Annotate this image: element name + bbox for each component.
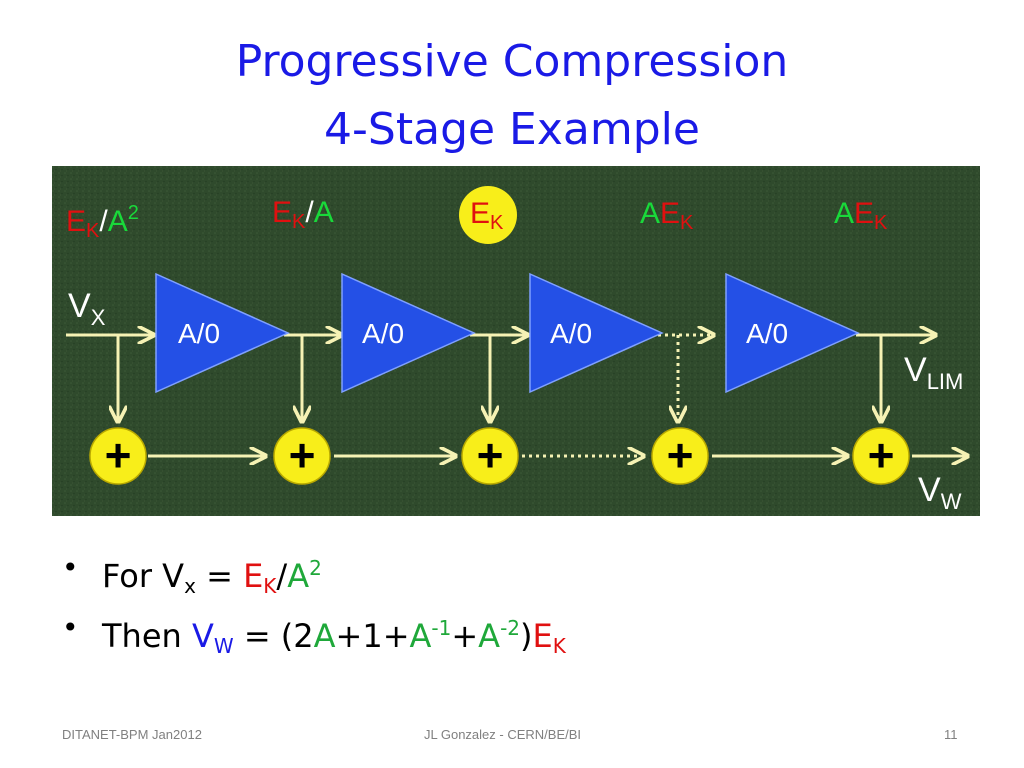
amplifier-2-label: A/0 <box>362 318 405 349</box>
adder-4 <box>651 427 709 485</box>
amplifier-3 <box>529 272 664 394</box>
bullet-2-a2: A <box>409 617 432 655</box>
vx-label: VX <box>68 288 105 336</box>
stage-label-4-e-sub: K <box>680 212 694 234</box>
page-number: 11 <box>944 727 958 742</box>
bullet-1-slash: / <box>276 557 288 595</box>
slide-title-line-2: 4-Stage Example <box>324 104 700 155</box>
bullet-1-e-sub: K <box>263 574 277 598</box>
bullet-2-v: V <box>191 617 214 655</box>
stage-label-1-sep: / <box>99 205 108 238</box>
vx-base: V <box>68 287 91 325</box>
stage-label-5-e-sub: K <box>874 212 888 234</box>
bullet-item-2: •Then VW = (2A+1+A-1+A-2)EK <box>62 598 566 658</box>
bullet-item-1: • For Vx = EK/A2 <box>62 538 566 598</box>
footer-left: DITANET-BPM Jan2012 <box>62 727 202 742</box>
diagram-canvas <box>52 166 980 516</box>
bullet-1-a-sup: 2 <box>309 556 322 580</box>
bullet-2-a1: A <box>313 617 336 655</box>
bullet-2-close: ) <box>520 617 533 655</box>
bullet-2-a3: A <box>478 617 501 655</box>
stage-label-2-e: E <box>272 196 293 229</box>
bullet-2-a2-sup: -1 <box>431 616 452 640</box>
adder-5-label: + <box>867 429 895 481</box>
bullet-2-a3-sup: -2 <box>500 616 521 640</box>
footer-center: JL Gonzalez - CERN/BE/BI <box>424 727 582 742</box>
bullet-1-prefix: For V <box>102 557 185 595</box>
stage-label-2-sep: / <box>305 196 314 229</box>
amplifier-1-label: A/0 <box>178 318 221 349</box>
stage-label-4-e: E <box>660 197 681 230</box>
amplifier-2 <box>341 272 476 394</box>
stage-label-1-e-sub: K <box>86 220 100 242</box>
adder-2 <box>273 427 331 485</box>
vx-sub: X <box>90 305 106 330</box>
stage-label-4-a: A <box>640 197 661 230</box>
stage-label-5-a: A <box>834 197 855 230</box>
amplifier-3-label: A/0 <box>550 318 593 349</box>
stage-label-5-e: E <box>854 197 875 230</box>
vw-base: V <box>918 471 941 509</box>
stage-label-3: EK <box>470 197 503 240</box>
stage-label-2-e-sub: K <box>292 211 306 233</box>
amplifier-1 <box>155 272 290 394</box>
adder-4-label: + <box>666 429 694 481</box>
stage-label-2-a: A <box>313 196 334 229</box>
amplifier-4-label: A/0 <box>746 318 789 349</box>
bullet-1-a: A <box>287 557 310 595</box>
bullet-2-mid1: +1+ <box>335 617 410 655</box>
stage-label-3-e: E <box>470 197 491 230</box>
adder-2-label: + <box>288 429 316 481</box>
compression-diagram: EK/A2 EK/A EK AEK AEK A/0 A/0 A/0 A/0 + … <box>52 166 980 516</box>
stage-label-3-e-sub: K <box>490 212 504 234</box>
stage-label-1-e: E <box>66 205 87 238</box>
bullet-2-eq: = (2 <box>233 617 314 655</box>
slide-title-line-1: Progressive Compression <box>235 36 789 87</box>
stage-label-1-a: A <box>107 205 128 238</box>
bullet-1-e: E <box>243 557 264 595</box>
bullet-1-prefix-sub: x <box>184 574 196 598</box>
vw-sub: W <box>940 489 962 514</box>
adder-3 <box>461 427 519 485</box>
stage-label-1: EK/A2 <box>66 196 139 248</box>
bullet-2-e: E <box>532 617 553 655</box>
adder-1-label: + <box>104 429 132 481</box>
bullet-1-eq: = <box>195 557 244 595</box>
bullet-list: •For Vx = EK/A2 •Then VW = (2A+1+A-1+A-2… <box>62 538 566 658</box>
amplifier-4 <box>725 272 860 394</box>
bullet-2-prefix: Then <box>102 617 192 655</box>
stage-label-4: AEK <box>640 197 693 240</box>
stage-label-2: EK/A <box>272 196 334 239</box>
bullet-dot-icon: • <box>62 551 79 584</box>
bullet-2-v-sub: W <box>213 634 234 658</box>
ek-highlight-circle <box>459 186 517 244</box>
vlim-label: VLIM <box>904 352 963 400</box>
vw-label: VW <box>918 472 961 520</box>
adder-3-label: + <box>476 429 504 481</box>
vlim-sub: LIM <box>926 369 964 394</box>
bullet-dot-icon: • <box>62 611 79 644</box>
stage-label-1-a-sup: 2 <box>127 202 139 224</box>
bullet-2-plus: + <box>451 617 479 655</box>
adder-5 <box>852 427 910 485</box>
bullet-2-e-sub: K <box>552 634 566 658</box>
stage-label-5: AEK <box>834 197 887 240</box>
vlim-base: V <box>904 351 927 389</box>
adder-1 <box>89 427 147 485</box>
